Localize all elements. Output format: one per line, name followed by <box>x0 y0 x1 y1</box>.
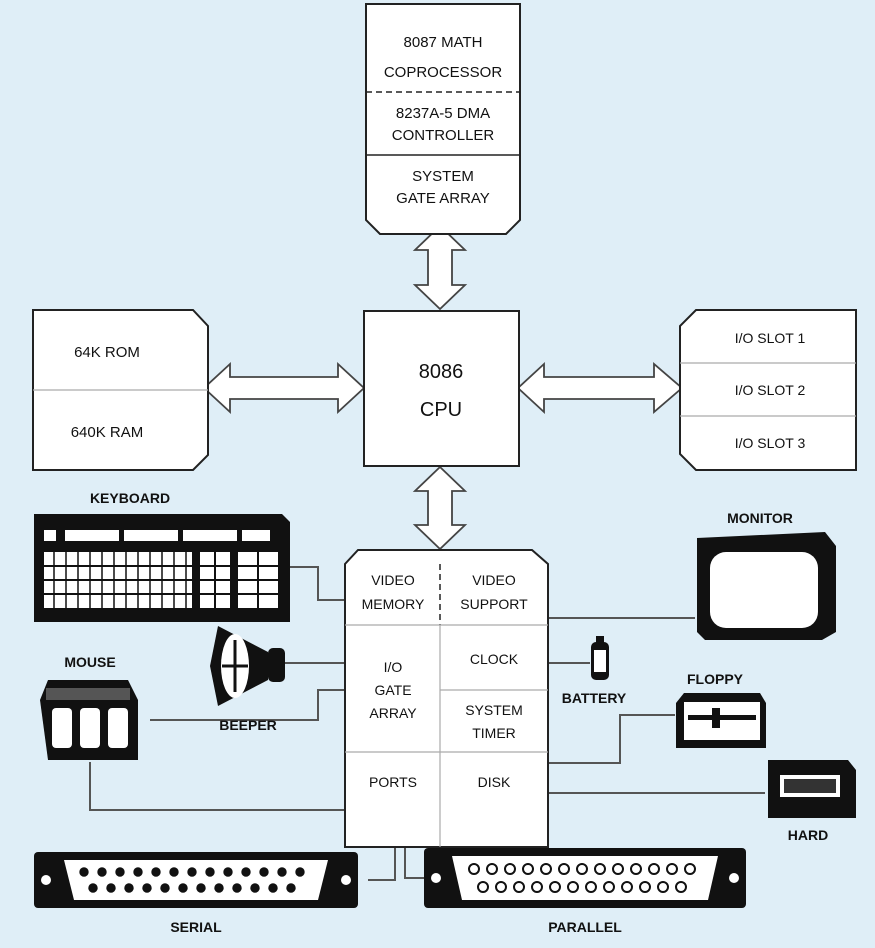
monitor: MONITOR <box>697 510 836 640</box>
top-stack: 8087 MATH COPROCESSOR 8237A-5 DMA CONTRO… <box>366 4 520 234</box>
parallel: PARALLEL <box>424 848 746 935</box>
hard-drive: HARD <box>768 760 856 843</box>
parallel-label: PARALLEL <box>548 919 622 935</box>
mouse-ports-wire <box>90 762 345 810</box>
parallel-wire <box>405 847 425 878</box>
arrow-cpu-memory <box>204 364 364 412</box>
arrow-cpu-chipset <box>415 467 465 549</box>
arrow-cpu-top <box>415 226 465 309</box>
video-memory-line-1: VIDEO <box>371 572 415 588</box>
gate-line-1: SYSTEM <box>412 168 474 185</box>
io-gate-line-1: I/O <box>384 659 403 675</box>
ports-label: PORTS <box>369 774 417 790</box>
serial-label: SERIAL <box>170 919 222 935</box>
cpu-box <box>364 311 519 466</box>
battery-label: BATTERY <box>562 690 627 706</box>
io-gate-line-2: GATE <box>374 682 411 698</box>
monitor-label: MONITOR <box>727 510 793 526</box>
memory-block: 64K ROM 640K RAM <box>33 310 208 470</box>
video-support-line-1: VIDEO <box>472 572 516 588</box>
battery-icon <box>591 636 609 680</box>
cpu-label: CPU <box>420 399 462 421</box>
battery: BATTERY <box>562 636 627 706</box>
mouse-icon <box>40 680 138 760</box>
mouse-wire <box>150 690 345 720</box>
keyboard-icon <box>34 514 290 622</box>
io-slot-2: I/O SLOT 2 <box>735 382 806 398</box>
system-timer-line-1: SYSTEM <box>465 702 523 718</box>
floppy-label: FLOPPY <box>687 671 744 687</box>
beeper-label: BEEPER <box>219 717 277 733</box>
keyboard-label: KEYBOARD <box>90 490 170 506</box>
serial-connector-icon <box>34 852 358 908</box>
clock-label: CLOCK <box>470 651 519 667</box>
floppy-wire <box>548 715 675 763</box>
gate-line-2: GATE ARRAY <box>396 190 490 207</box>
disk-label: DISK <box>478 774 511 790</box>
mouse-label: MOUSE <box>64 654 115 670</box>
video-support-line-2: SUPPORT <box>460 596 528 612</box>
io-slot-3: I/O SLOT 3 <box>735 435 806 451</box>
parallel-connector-icon <box>424 848 746 908</box>
hard-drive-icon <box>768 760 856 818</box>
math-line-1: 8087 MATH <box>404 34 483 51</box>
speaker-icon <box>210 626 285 706</box>
monitor-icon <box>697 532 836 640</box>
io-slots-block: I/O SLOT 1 I/O SLOT 2 I/O SLOT 3 <box>680 310 856 470</box>
system-timer-line-2: TIMER <box>472 725 516 741</box>
chipset-block: VIDEO MEMORY VIDEO SUPPORT I/O GATE ARRA… <box>345 550 548 847</box>
mouse: MOUSE <box>40 654 138 760</box>
beeper: BEEPER <box>210 626 285 733</box>
chipset-box <box>345 550 548 847</box>
floppy-drive-icon <box>676 693 766 748</box>
io-gate-line-3: ARRAY <box>369 705 417 721</box>
cpu-block: 8086 CPU <box>364 311 519 466</box>
dma-line-2: CONTROLLER <box>392 127 495 144</box>
io-slot-1: I/O SLOT 1 <box>735 330 806 346</box>
floppy: FLOPPY <box>676 671 766 748</box>
ram-label: 640K RAM <box>71 424 144 441</box>
hard-label: HARD <box>788 827 828 843</box>
keyboard-wire <box>290 567 345 600</box>
video-memory-line-2: MEMORY <box>362 596 425 612</box>
rom-label: 64K ROM <box>74 344 140 361</box>
arrow-cpu-io <box>518 364 682 412</box>
dma-line-1: 8237A-5 DMA <box>396 105 490 122</box>
math-line-2: COPROCESSOR <box>384 64 503 81</box>
cpu-model: 8086 <box>419 361 464 383</box>
serial: SERIAL <box>34 852 358 935</box>
keyboard: KEYBOARD <box>34 490 290 622</box>
serial-wire <box>368 847 395 880</box>
